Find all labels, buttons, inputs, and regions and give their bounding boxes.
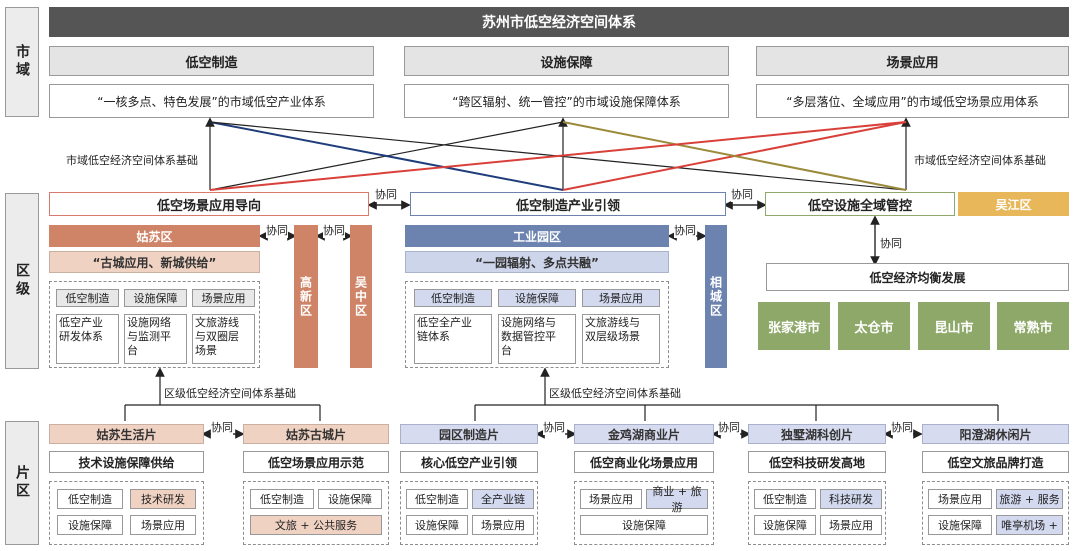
wuzhong-district: 吴中区: [350, 225, 372, 368]
zone4-cell: 商业 + 旅游: [646, 485, 708, 514]
zone6-cell: 旅游 + 服务: [996, 489, 1063, 509]
cooperate-label: 协同: [323, 222, 345, 238]
sip-header-scenes: 场景应用: [582, 289, 660, 307]
gusu-cell-facilities: 设施网络 与监测平 台: [124, 314, 187, 364]
gusu-district-header: 姑苏区: [49, 225, 260, 247]
zone5-cell: 场景应用: [820, 515, 882, 535]
zone2-cell: 文旅 + 公共服务: [250, 515, 382, 535]
city-zhangjiagang: 张家港市: [758, 302, 830, 350]
guide-manufacturing: 低空制造产业引领: [410, 192, 726, 216]
level-district-label: 区级: [5, 193, 39, 369]
zone-dushu-lake: 独墅湖科创片: [748, 424, 886, 444]
zone3-cell: 场景应用: [472, 515, 534, 535]
city-kunshan: 昆山市: [918, 302, 990, 350]
xiangcheng-district: 相城区: [705, 225, 727, 368]
cooperate-label: 协同: [266, 222, 288, 238]
district-basis-label-right: 区级低空经济空间体系基础: [549, 385, 681, 401]
cooperate-label: 协同: [375, 186, 397, 202]
zone-gusu-old-city: 姑苏古城片: [243, 424, 389, 444]
zone1-cell: 设施保障: [57, 515, 123, 535]
sip-cell-manufacturing: 低空全产业 链体系: [414, 314, 492, 364]
city-system-scenes: “多层落位、全域应用”的市域低空场景应用体系: [756, 84, 1069, 118]
city-basis-label-right: 市域低空经济空间体系基础: [914, 152, 1046, 168]
zone3-cell: 全产业链: [472, 489, 534, 509]
gusu-cell-scenes: 文旅游线 与双圈层 场景: [192, 314, 255, 364]
cooperate-label: 协同: [880, 235, 902, 251]
guide-facilities: 低空设施全域管控: [765, 192, 955, 216]
wujiang-district: 吴江区: [958, 192, 1069, 216]
cooperate-label: 协同: [211, 419, 233, 435]
city-pillar-facilities: 设施保障: [404, 46, 729, 76]
gusu-cell-manufacturing: 低空产业 研发体系: [56, 314, 119, 364]
gusu-header-scenes: 场景应用: [192, 289, 255, 307]
zone-sip-manufacturing: 园区制造片: [400, 424, 538, 444]
level-zone-label: 片区: [5, 421, 39, 545]
gusu-header-manufacturing: 低空制造: [56, 289, 119, 307]
balanced-development: 低空经济均衡发展: [766, 263, 1069, 291]
zone1-cell: 低空制造: [57, 489, 123, 509]
zone-gusu-old-city-focus: 低空场景应用示范: [243, 451, 389, 473]
zone1-cell: 场景应用: [130, 515, 196, 535]
gusu-header-facilities: 设施保障: [124, 289, 187, 307]
zone-jinji-lake-focus: 低空商业化场景应用: [574, 451, 714, 473]
cooperate-label: 协同: [891, 419, 913, 435]
zone4-cell: 场景应用: [580, 489, 642, 509]
zone-gusu-living: 姑苏生活片: [49, 424, 204, 444]
cooperate-label: 协同: [731, 186, 753, 202]
guide-scene-application: 低空场景应用导向: [49, 192, 369, 216]
xiangcheng-label: 相城区: [708, 275, 723, 318]
gusu-district-slogan: “古城应用、新城供给”: [49, 251, 260, 273]
zone2-cell: 设施保障: [318, 489, 382, 509]
city-system-industry: “一核多点、特色发展”的市域低空产业体系: [49, 84, 374, 118]
city-pillar-manufacturing: 低空制造: [49, 46, 374, 76]
sip-cell-scenes: 文旅游线与 双层级场景: [582, 314, 660, 364]
cooperate-label: 协同: [674, 222, 696, 238]
sip-header-manufacturing: 低空制造: [414, 289, 492, 307]
zone-jinji-lake: 金鸡湖商业片: [574, 424, 714, 444]
zone3-cell: 设施保障: [406, 515, 468, 535]
city-basis-label-left: 市域低空经济空间体系基础: [66, 152, 198, 168]
cooperate-label: 协同: [718, 419, 740, 435]
district-basis-label-left: 区级低空经济空间体系基础: [164, 385, 296, 401]
gaoxin-label: 高新区: [298, 275, 313, 318]
level-city-label: 市域: [5, 7, 39, 117]
zone1-cell: 技术研发: [130, 489, 196, 509]
zone6-cell: 设施保障: [928, 515, 992, 535]
sip-district-header: 工业园区: [405, 225, 669, 247]
wuzhong-label: 吴中区: [353, 275, 368, 318]
cooperate-label: 协同: [543, 419, 565, 435]
zone-sip-manufacturing-focus: 核心低空产业引领: [400, 451, 538, 473]
zone-dushu-lake-focus: 低空科技研发高地: [748, 451, 886, 473]
sip-cell-facilities: 设施网络与 数据管控平 台: [498, 314, 576, 364]
zone-yangcheng-lake: 阳澄湖休闲片: [922, 424, 1069, 444]
city-taicang: 太仓市: [838, 302, 910, 350]
diagram-title: 苏州市低空经济空间体系: [49, 7, 1069, 37]
zone4-cell: 设施保障: [580, 515, 708, 535]
city-changshu: 常熟市: [997, 302, 1069, 350]
zone5-cell: 低空制造: [754, 489, 816, 509]
sip-header-facilities: 设施保障: [498, 289, 576, 307]
zone-yangcheng-lake-focus: 低空文旅品牌打造: [922, 451, 1069, 473]
zone-gusu-living-focus: 技术设施保障供给: [49, 451, 204, 473]
city-pillar-scenes: 场景应用: [756, 46, 1069, 76]
gaoxin-district: 高新区: [294, 225, 318, 368]
zone2-cell: 低空制造: [250, 489, 314, 509]
zone5-cell: 科技研发: [820, 489, 882, 509]
zone5-cell: 设施保障: [754, 515, 816, 535]
sip-district-slogan: “一园辐射、多点共融”: [405, 251, 669, 273]
zone6-cell: 唯亭机场 +: [996, 515, 1063, 535]
zone3-cell: 低空制造: [406, 489, 468, 509]
zone6-cell: 场景应用: [928, 489, 992, 509]
